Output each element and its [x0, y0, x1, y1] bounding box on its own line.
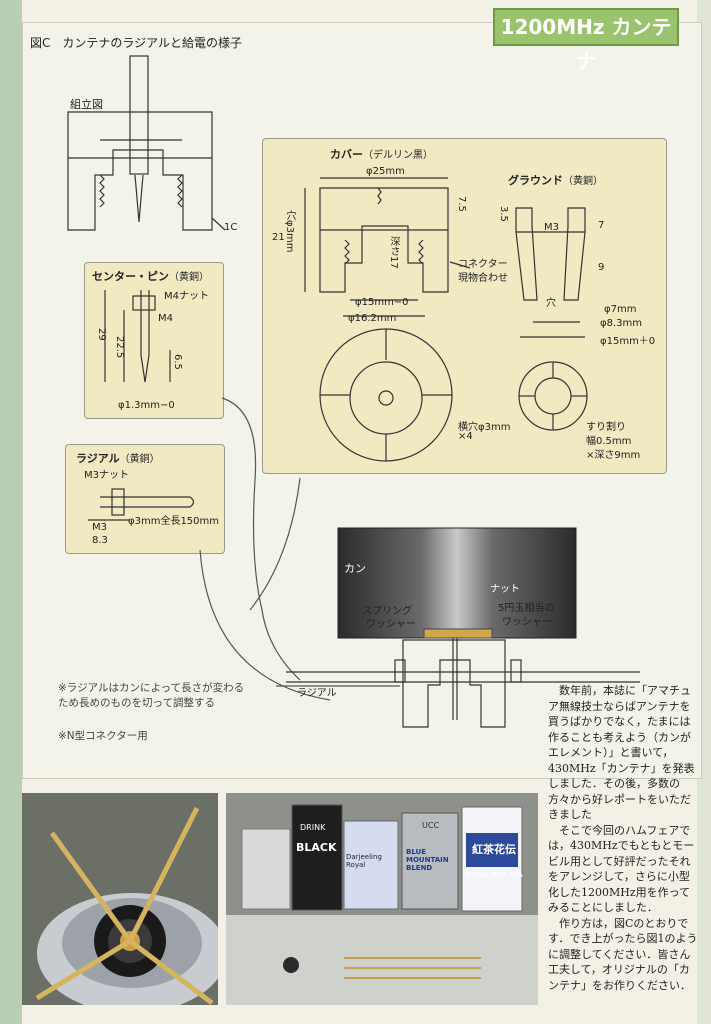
center-pin-dim-phi: φ1.3mm−0: [118, 400, 175, 411]
cover-side-hole1: 横穴φ3mm: [458, 422, 511, 433]
can-radial-label: ラジアル: [297, 688, 337, 699]
ground-dim-phi15: φ15mm＋0: [600, 336, 656, 347]
cover-dim-hole3: 穴φ3mm: [284, 210, 295, 253]
note-radial: ※ラジアルはカンによって長さが変わるため長めのものを切って調整する: [58, 682, 245, 709]
ground-dim-phi7: φ7mm: [604, 304, 637, 315]
center-pin-title: センター・ピン（黄銅）: [92, 268, 209, 284]
ground-dim-phi8-3: φ8.3mm: [600, 318, 642, 329]
cover-title: カバー（デルリン黒）: [330, 146, 433, 162]
cover-title-text: カバー: [330, 148, 363, 161]
article-body: 数年前，本誌に「アマチュア無線技士ならばアンテナを買うばかりでなく，たまには作る…: [548, 683, 698, 993]
center-pin-dim-22-5: 22.5: [114, 336, 125, 359]
assembly-label: 組立図: [70, 98, 103, 111]
article-paragraph: 作り方は，図Cのとおりです．でき上がったら図1のように調整してください．皆さん工…: [548, 916, 698, 992]
cover-material: （デルリン黒）: [363, 150, 433, 161]
can-label-bluemountain-top: UCC: [422, 821, 440, 830]
ground-dim-7: 7: [598, 220, 605, 231]
radial-material: （黄銅）: [119, 454, 160, 465]
assembly-1c: 1C: [224, 222, 238, 233]
cover-connector-note1: コネクター: [458, 259, 508, 270]
cover-side-hole2: ×4: [458, 431, 473, 442]
radial-m3: M3: [92, 522, 107, 533]
center-pin-m4: M4: [158, 313, 173, 324]
header-badge: 1200MHz カンテナ: [493, 8, 679, 73]
ground-dim-9: 9: [598, 262, 605, 273]
ground-slit3: ×深さ9mm: [586, 450, 641, 461]
cover-dim-15: φ15mm−0: [355, 297, 409, 308]
can-washer-label2: ワッシャー: [502, 617, 552, 628]
can-label-bluemountain: BLUE MOUNTAIN BLEND: [406, 848, 449, 872]
photo-cantenna-closeup: [22, 793, 218, 1005]
can-label: カン: [344, 562, 366, 575]
cover-dim-16-2: φ16.2mm: [348, 313, 397, 324]
can-label-kochakaden-top: ROYAL MILK TEA: [466, 871, 523, 879]
can-label-black-top: DRINK: [300, 823, 326, 832]
can-spring-label1: スプリング: [362, 606, 412, 617]
cover-dim-depth17: 深さ17: [388, 236, 399, 269]
note-connector: ※N型コネクター用: [58, 730, 148, 742]
cover-connector-note2: 現物合わせ: [458, 273, 508, 284]
ground-dim-3-5: 3.5: [498, 206, 509, 222]
article-paragraph: そこで今回のハムフェアでは，430MHzでもともとモービル用として好評だったそれ…: [548, 823, 695, 915]
ground-slit1: すり割り: [586, 422, 626, 433]
ground-slit2: 幅0.5mm: [586, 436, 632, 447]
center-pin-material: （黄銅）: [169, 272, 209, 283]
cover-dim-25: φ25mm: [366, 166, 405, 177]
cover-dim-21: 21: [272, 232, 285, 243]
figure-title: 図C カンテナのラジアルと給電の様子: [30, 36, 243, 50]
cover-dim-7-5: 7.5: [456, 196, 467, 212]
can-spring-label2: ワッシャー: [366, 619, 416, 630]
can-washer-label1: 5円玉相当の: [498, 603, 555, 614]
ground-m3: M3: [544, 222, 559, 233]
ground-material: （黄銅）: [563, 176, 603, 187]
photo-cans-drawing: [226, 793, 538, 1005]
center-pin-panel: [84, 262, 224, 419]
center-pin-nut: M4ナット: [164, 291, 209, 302]
can-nut-label: ナット: [490, 584, 520, 595]
ground-title-text: グラウンド: [508, 174, 563, 187]
radial-title-text: ラジアル: [76, 452, 120, 465]
can-label-darjeeling: Darjeeling Royal: [346, 853, 382, 869]
radial-title: ラジアル（黄銅）: [76, 450, 160, 466]
ground-hole: 穴: [546, 298, 556, 309]
center-pin-title-text: センター・ピン: [92, 270, 169, 283]
radial-dim-8-3: 8.3: [92, 535, 108, 546]
radial-dim-len: φ3mm全長150mm: [128, 516, 220, 527]
center-pin-dim-29: 29: [96, 328, 107, 341]
can-label-black: BLACK: [296, 841, 337, 854]
can-label-kochakaden: 紅茶花伝: [472, 843, 516, 856]
radial-nut: M3ナット: [84, 470, 129, 481]
photo-cans-lineup: BLACK DRINK Darjeeling Royal BLUE MOUNTA…: [226, 793, 538, 1005]
center-pin-dim-6-5: 6.5: [172, 354, 183, 370]
ground-title: グラウンド（黄銅）: [508, 172, 603, 188]
left-color-band: [0, 0, 22, 1024]
article-paragraph: 数年前，本誌に「アマチュア無線技士ならばアンテナを買うばかりでなく，たまには作る…: [548, 684, 695, 821]
photo-cantenna-drawing: [22, 793, 218, 1005]
